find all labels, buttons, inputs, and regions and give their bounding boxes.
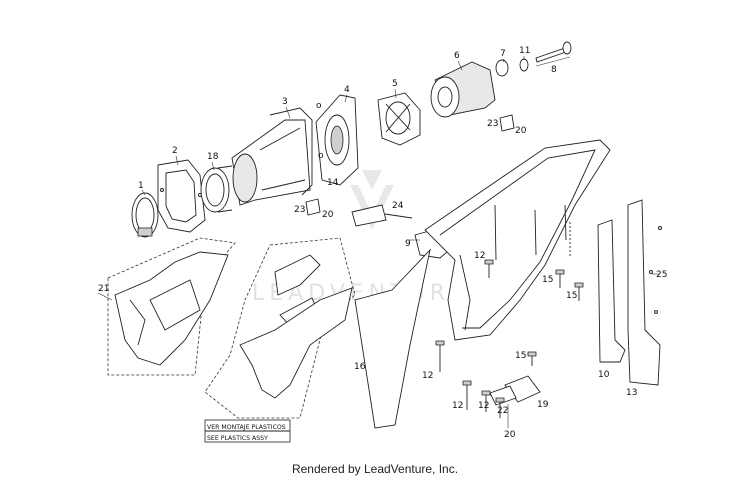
callout-14[interactable]: 14 (327, 178, 339, 188)
callout-3[interactable]: 3 (282, 97, 288, 107)
leader-lines (97, 56, 660, 428)
part-4-plate[interactable]: oo (315, 94, 359, 186)
callout-6[interactable]: 6 (454, 51, 460, 61)
note-line-1: VER MONTAJE PLASTICOS (207, 424, 286, 431)
callout-2[interactable]: 2 (172, 146, 178, 156)
callout-15-b[interactable]: 15 (566, 291, 577, 301)
note-box: VER MONTAJE PLASTICOS SEE PLASTICS ASSY (204, 419, 291, 443)
part-7-washer[interactable] (495, 59, 509, 77)
callout-20-top[interactable]: 20 (515, 126, 527, 136)
callout-25[interactable]: 25 (656, 270, 667, 280)
callout-15-a[interactable]: 15 (542, 275, 553, 285)
svg-text:o: o (316, 101, 322, 111)
callout-12-b[interactable]: 12 (422, 371, 433, 381)
part-10-strip[interactable] (597, 219, 626, 363)
part-8-axle-bolt[interactable] (535, 41, 572, 67)
callout-11[interactable]: 11 (519, 46, 530, 56)
callout-12-a[interactable]: 12 (474, 251, 485, 261)
part-23-clip[interactable] (499, 114, 515, 132)
callouts: 1 2 18 3 4 5 6 7 11 8 23 20 14 23 20 24 … (98, 46, 667, 440)
part-3-duct[interactable] (231, 107, 313, 206)
callout-8[interactable]: 8 (551, 65, 557, 75)
callout-15-c[interactable]: 15 (515, 351, 526, 361)
callout-16[interactable]: 16 (354, 362, 366, 372)
sub-assembly-21[interactable] (107, 237, 236, 376)
callout-22[interactable]: 22 (497, 406, 508, 416)
sub-assembly-plastics[interactable] (204, 237, 356, 419)
callout-24[interactable]: 24 (392, 201, 404, 211)
callout-20-bottom[interactable]: 20 (504, 430, 516, 440)
callout-20-mid[interactable]: 20 (322, 210, 334, 220)
callout-10[interactable]: 10 (598, 370, 610, 380)
part-5-fan-housing[interactable] (377, 92, 421, 146)
part-18-ring[interactable] (200, 165, 233, 213)
callout-19[interactable]: 19 (537, 400, 549, 410)
callout-1[interactable]: 1 (138, 181, 144, 191)
main-frame[interactable] (424, 139, 611, 341)
callout-12-c[interactable]: 12 (452, 401, 463, 411)
callout-5[interactable]: 5 (392, 79, 398, 89)
callout-9[interactable]: 9 (405, 239, 411, 249)
callout-23-top[interactable]: 23 (487, 119, 498, 129)
callout-13[interactable]: 13 (626, 388, 637, 398)
part-16-panel[interactable] (354, 248, 431, 429)
callout-7[interactable]: 7 (500, 49, 506, 59)
screws (435, 222, 663, 418)
part-6-tire[interactable] (430, 61, 496, 118)
callout-21[interactable]: 21 (98, 284, 109, 294)
part-23-clip-lower[interactable] (305, 198, 321, 216)
note-line-2: SEE PLASTICS ASSY (207, 435, 268, 442)
callout-18[interactable]: 18 (207, 152, 219, 162)
part-11-nut[interactable] (519, 58, 529, 72)
svg-text:o: o (318, 151, 324, 161)
part-24-bracket[interactable] (351, 204, 413, 227)
callout-23-mid[interactable]: 23 (294, 205, 305, 215)
part-2-gasket[interactable] (157, 159, 206, 233)
callout-4[interactable]: 4 (344, 85, 350, 95)
footer-credit: Rendered by LeadVenture, Inc. (291, 462, 459, 476)
part-1-clamp[interactable] (131, 192, 159, 238)
part-13-strip[interactable] (627, 199, 661, 386)
callout-12-d[interactable]: 12 (478, 401, 489, 411)
